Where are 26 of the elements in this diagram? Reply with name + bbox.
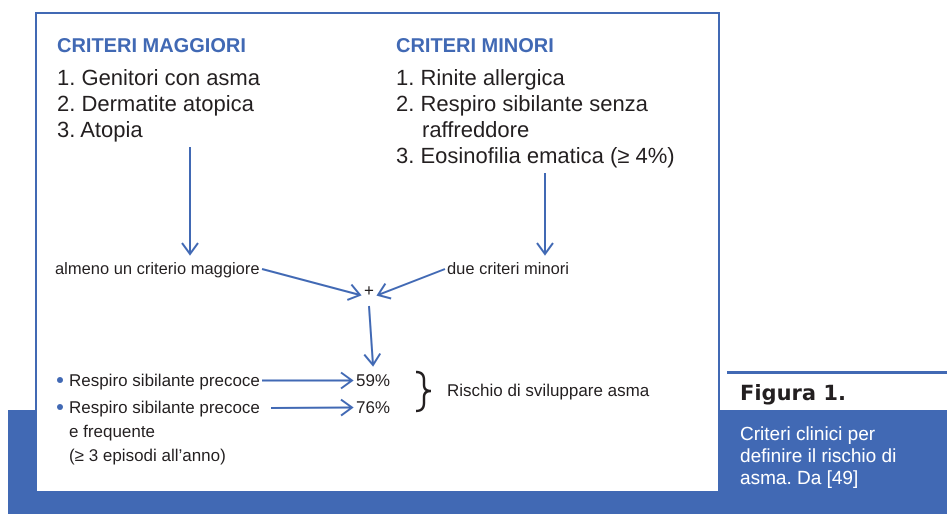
- arrow: [262, 372, 353, 390]
- criteria-heading: CRITERI MINORI: [396, 34, 555, 59]
- arrow: [377, 268, 446, 300]
- arrow: [262, 268, 361, 301]
- outcome-text: Respiro sibilante precoce e frequente: [69, 397, 261, 443]
- criteria-item: 2. Dermatite atopica: [57, 91, 255, 117]
- condition-text: due criteri minori: [447, 258, 569, 280]
- figure-title: Figura 1.: [740, 381, 846, 405]
- outcome-text: (≥ 3 episodi all’anno): [69, 445, 227, 467]
- criteria-heading: CRITERI MAGGIORI: [57, 34, 247, 59]
- condition-text: almeno un criterio maggiore: [55, 258, 260, 280]
- criteria-item: 2. Respiro sibilante senza raffreddore: [396, 91, 649, 143]
- arrow: [536, 173, 554, 255]
- outcome-text: Respiro sibilante precoce: [69, 370, 260, 392]
- figure-caption: Criteri clinici per definire il rischio di asma. Da [49]: [740, 424, 898, 490]
- condition-text: 76%: [356, 396, 390, 419]
- plus-sign: +: [364, 280, 374, 302]
- risk-label: Rischio di sviluppare asma: [447, 381, 650, 401]
- criteria-item: 1. Rinite allergica: [396, 65, 566, 91]
- arrow: [363, 306, 382, 366]
- arrow: [271, 398, 353, 417]
- condition-text: 59%: [356, 369, 390, 392]
- criteria-item: 3. Eosinofilia ematica (≥ 4%): [396, 143, 676, 169]
- arrow: [181, 147, 199, 255]
- criteria-item: 3. Atopia: [57, 117, 144, 143]
- criteria-item: 1. Genitori con asma: [57, 65, 260, 91]
